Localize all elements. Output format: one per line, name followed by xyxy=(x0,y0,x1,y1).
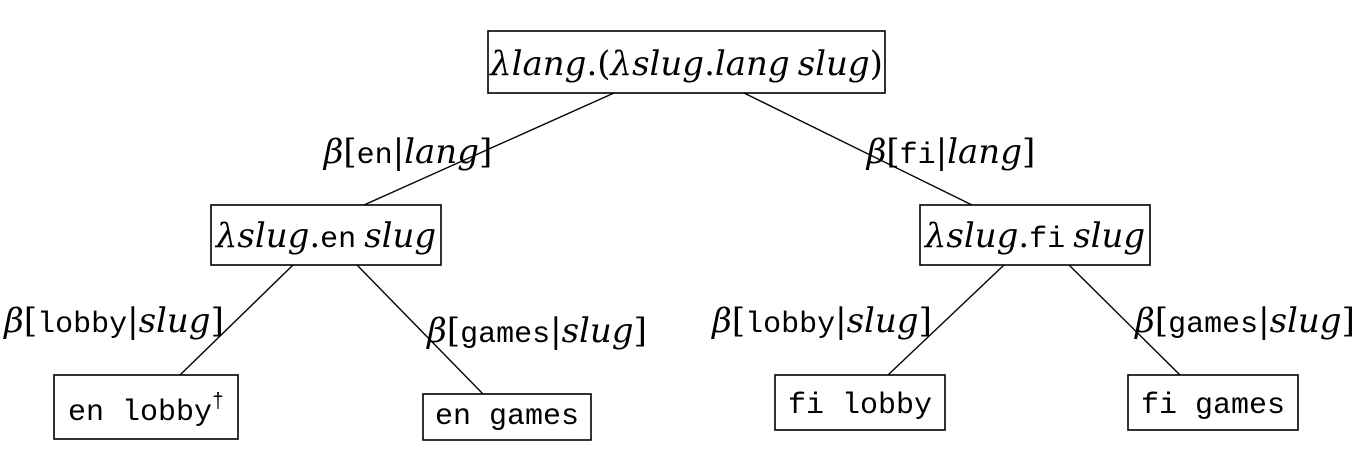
edge-fi-games xyxy=(1068,264,1181,376)
root-node-box xyxy=(487,30,886,94)
fi-lobby-node-box xyxy=(774,374,946,431)
edge-root-en xyxy=(363,92,615,206)
edge-label-en-lobby: β[lobby|slug] xyxy=(2,301,224,342)
en-lobby-node-label: en lobby† xyxy=(68,391,224,430)
en-lobby-node-box xyxy=(53,374,239,440)
edge-en-games xyxy=(356,264,484,395)
edge-en-lobby xyxy=(179,264,294,376)
edge-label-en-games: β[games|slug] xyxy=(425,311,647,352)
fi-lobby-node-label: fi lobby xyxy=(788,389,932,423)
en-games-node-box xyxy=(422,393,592,441)
edge-label-fi-lobby: β[lobby|slug] xyxy=(710,301,932,342)
fi-games-node-box xyxy=(1127,374,1299,431)
en-node-box xyxy=(210,204,442,266)
edge-root-fi xyxy=(743,92,973,206)
edge-fi-lobby xyxy=(887,264,1005,376)
fi-node-box xyxy=(919,204,1151,266)
edge-label-fi-games: β[games|slug] xyxy=(1133,301,1355,342)
edge-label-root-fi: β[fi|lang] xyxy=(865,132,1035,173)
edge-label-root-en: β[en|lang] xyxy=(322,132,492,173)
fi-games-node-label: fi games xyxy=(1141,389,1285,423)
en-games-node-label: en games xyxy=(435,400,579,434)
